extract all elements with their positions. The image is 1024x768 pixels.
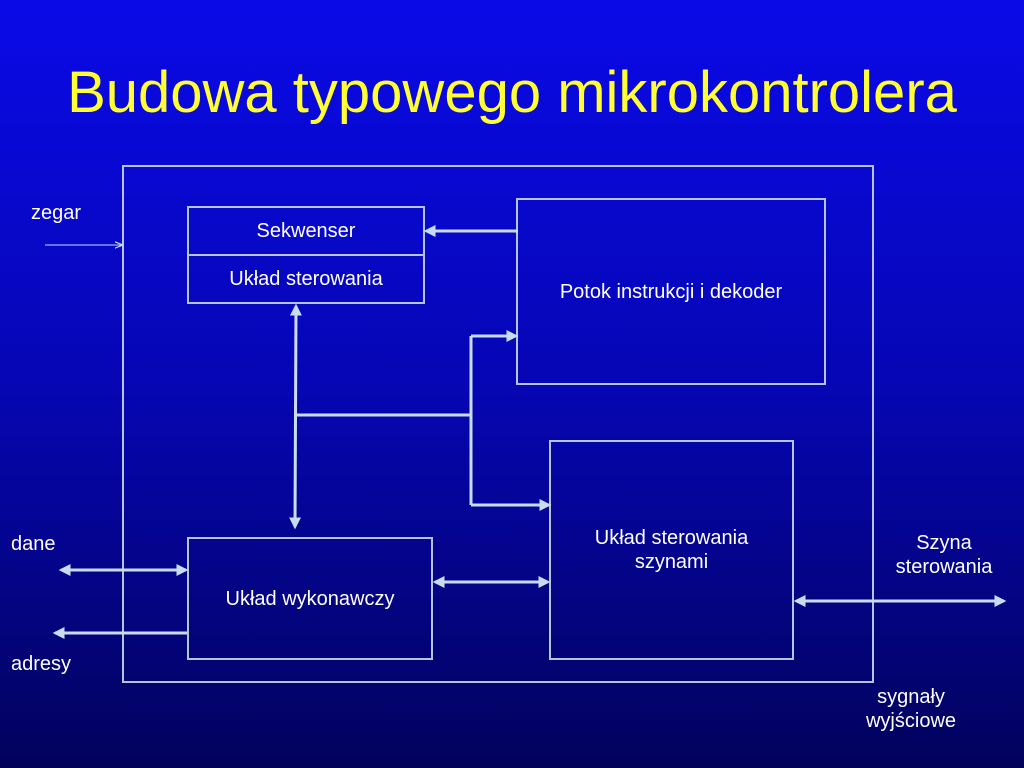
slide-title: Budowa typowego mikrokontrolera (67, 60, 957, 125)
output-signals-label-line2: wyjściowe (865, 710, 957, 732)
execution-unit-block: Układ wykonawczy (187, 537, 433, 660)
clock-label: zegar (31, 202, 82, 224)
bus-control-label: Układ sterowania szynami (594, 527, 749, 573)
bus-control-block: Układ sterowania szynami (549, 440, 794, 660)
control-unit-label: Układ sterowania (229, 268, 383, 290)
control-bus-label-line1: Szyna (916, 532, 972, 554)
sequencer-label: Sekwenser (256, 220, 356, 242)
control-execution-arrow (289, 303, 302, 530)
output-signals-label-line1: sygnały (877, 686, 945, 708)
control-bus-label-line2: sterowania (895, 556, 993, 578)
instruction-decoder-label: Potok instrukcji i dekoder (559, 280, 783, 303)
instruction-decoder-block: Potok instrukcji i dekoder (516, 198, 826, 385)
control-bus-label: Szyna sterowania (870, 531, 1018, 579)
execution-unit-label: Układ wykonawczy (225, 587, 395, 610)
output-signals-label: sygnały wyjściowe (836, 685, 986, 733)
data-label: dane (11, 533, 56, 555)
control-unit-block: Układ sterowania (187, 254, 425, 304)
microcontroller-boundary (122, 165, 874, 683)
addresses-label: adresy (11, 653, 72, 675)
